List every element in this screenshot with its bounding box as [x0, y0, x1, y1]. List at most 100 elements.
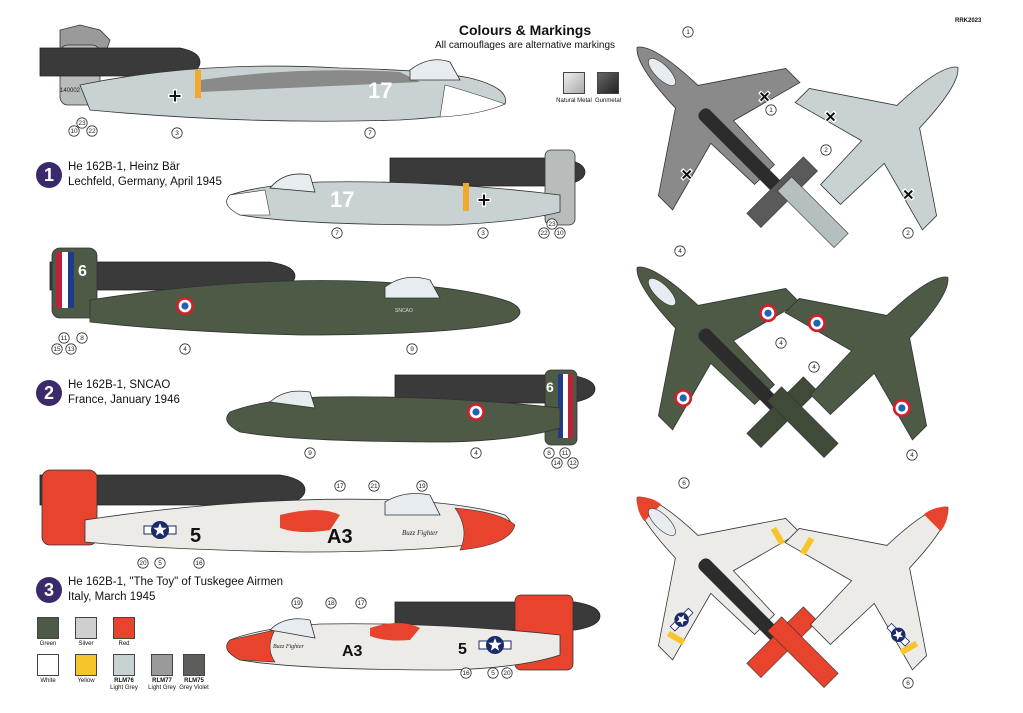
canopy — [269, 173, 316, 193]
svg-text:23: 23 — [548, 221, 556, 228]
canopy — [269, 618, 316, 639]
callout-7: 7 — [331, 227, 343, 239]
french-roundel — [467, 403, 485, 421]
swatch-label: Light Grey — [148, 685, 176, 691]
svg-text:21: 21 — [370, 483, 378, 490]
callout-9: 9 — [406, 343, 418, 355]
aircraft-number-6: 6 — [546, 379, 554, 395]
callout-18: 18 — [325, 597, 337, 609]
canopy — [409, 59, 461, 81]
tricolor-white — [62, 252, 68, 308]
aircraft-number-17: 17 — [330, 187, 354, 212]
swatch-label: White — [40, 678, 56, 684]
swatch-label: Red — [118, 641, 130, 647]
callout-12: 12 — [567, 457, 579, 469]
scheme-3-label: He 162B-1, "The Toy" of Tuskegee Airmen … — [68, 575, 283, 605]
scheme-2-line2: France, January 1946 — [68, 394, 180, 406]
scheme-1-line2: Lechfeld, Germany, April 1945 — [68, 176, 222, 188]
fuselage — [226, 396, 561, 443]
aircraft-number-5: 5 — [190, 525, 201, 547]
callout-7: 7 — [364, 127, 376, 139]
svg-text:6: 6 — [906, 680, 910, 687]
svg-text:5: 5 — [491, 670, 495, 677]
yellow-band — [195, 70, 201, 98]
callout-20: 20 — [137, 557, 149, 569]
callout-11: 11 — [559, 447, 571, 459]
tail-fin-red — [41, 469, 98, 546]
svg-text:20: 20 — [139, 560, 147, 567]
callout-13: 13 — [65, 343, 77, 355]
swatch-red — [113, 617, 135, 639]
svg-text:6: 6 — [682, 480, 686, 487]
scheme-1-label: He 162B-1, Heinz Bär Lechfeld, Germany, … — [68, 160, 222, 190]
callout-20: 20 — [501, 667, 513, 679]
sncao-marking: SNCAO — [395, 308, 413, 314]
callout-19: 19 — [291, 597, 303, 609]
callout-4: 4 — [179, 343, 191, 355]
aircraft-number-17: 17 — [368, 78, 392, 103]
plan-view-1-bottom — [777, 66, 959, 248]
side-view-2b: 6 — [226, 369, 596, 446]
svg-text:16: 16 — [195, 560, 203, 567]
callout-6: 6 — [902, 677, 914, 689]
swatch-code: RLM77 — [152, 678, 172, 684]
swatch-label: Grey Violet — [179, 685, 209, 691]
swatch-label-gunmetal: Gunmetal — [594, 98, 621, 104]
callout-16: 16 — [460, 667, 472, 679]
scheme-badge-3: 3 — [36, 577, 62, 603]
svg-text:17: 17 — [336, 483, 344, 490]
swatch-code: RLM75 — [184, 678, 204, 684]
plan-view-2-top — [636, 266, 818, 448]
camouflage-band — [200, 70, 420, 92]
product-code: RRK2023 — [955, 18, 982, 24]
swatch-label-natural-metal: Natural Metal — [556, 98, 592, 104]
callout-3: 3 — [477, 227, 489, 239]
nose-tip — [226, 189, 271, 216]
red-intake — [280, 510, 340, 533]
callout-5: 5 — [487, 667, 499, 679]
swatch-label: Yellow — [77, 678, 95, 684]
callout-3: 3 — [171, 127, 183, 139]
scheme-3-line2: Italy, March 1945 — [68, 591, 156, 603]
svg-text:1: 1 — [769, 107, 773, 114]
callout-23: 23 — [546, 218, 558, 230]
callout-4: 4 — [470, 447, 482, 459]
callout-1: 1 — [765, 104, 777, 116]
callout-19: 19 — [416, 480, 428, 492]
svg-text:10: 10 — [70, 128, 78, 135]
callout-4: 4 — [906, 449, 918, 461]
scheme-1-line1: He 162B-1, Heinz Bär — [68, 161, 180, 173]
callout-23: 23 — [76, 117, 88, 129]
red-nose — [226, 629, 276, 663]
callout-8: 8 — [76, 332, 88, 344]
callout-14: 14 — [551, 457, 563, 469]
svg-text:16: 16 — [462, 670, 470, 677]
swatch-label: Light Grey — [110, 685, 138, 691]
aircraft-number-6: 6 — [78, 263, 87, 280]
scheme-3-line1: He 162B-1, "The Toy" of Tuskegee Airmen — [68, 576, 284, 588]
yellow-band — [463, 183, 469, 211]
scheme-2-label: He 162B-1, SNCAO France, January 1946 — [68, 378, 180, 408]
swatch-yellow — [75, 654, 97, 676]
page-title: Colours & Markings — [458, 22, 592, 38]
svg-text:9: 9 — [308, 450, 312, 457]
svg-text:19: 19 — [293, 600, 301, 607]
svg-text:22: 22 — [88, 128, 96, 135]
swatch-code: RLM76 — [114, 678, 134, 684]
svg-text:4: 4 — [183, 346, 187, 353]
svg-text:17: 17 — [357, 600, 365, 607]
serial-number: 140002 — [60, 88, 81, 94]
svg-text:4: 4 — [474, 450, 478, 457]
swatch-label: Green — [39, 641, 57, 647]
callout-2: 2 — [902, 227, 914, 239]
svg-text:4: 4 — [678, 248, 682, 255]
canopy — [269, 390, 316, 409]
side-view-2a: 6 SNCAO — [49, 247, 521, 336]
side-view-3b: 5 A3 Buzz Fighter — [226, 594, 601, 671]
svg-text:4: 4 — [812, 364, 816, 371]
nose-tip — [439, 84, 506, 118]
svg-text:10: 10 — [556, 230, 564, 237]
svg-text:5: 5 — [158, 560, 162, 567]
